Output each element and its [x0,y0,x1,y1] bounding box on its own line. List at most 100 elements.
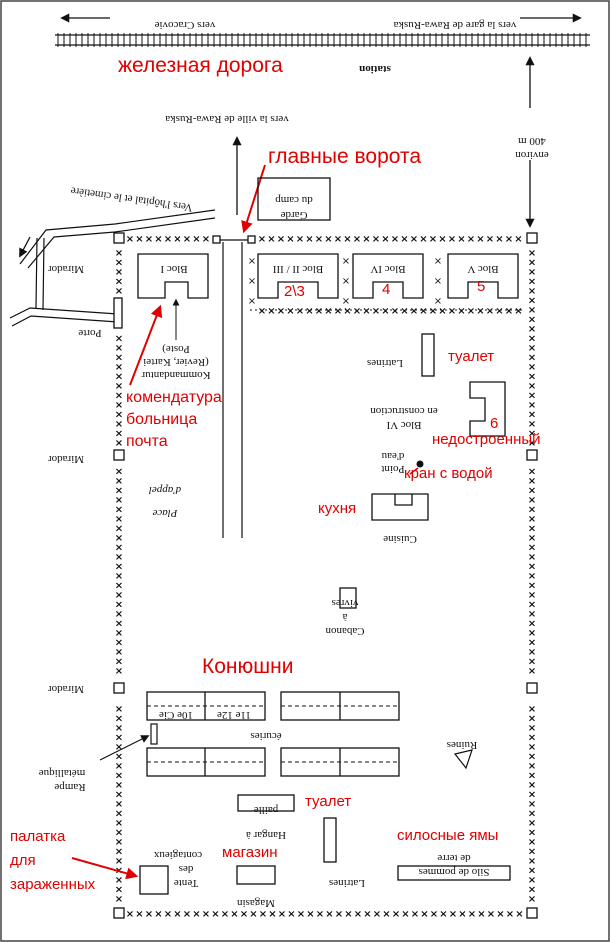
bloc-2-3-label: Bloc II / III [272,263,323,275]
rampe-marker [150,723,158,745]
water-point-line2: d'eau [381,450,404,462]
railway-label-ru: железная дорога [118,54,283,77]
fence-wire-cross: × [528,638,536,649]
svg-text:×: × [248,276,256,287]
tent-line2: des [179,863,194,875]
fence-wire-cross: × [528,267,536,278]
rampe-arrow [99,735,150,761]
kitchen-label-ru: кухня [318,500,356,517]
tower-w1 [113,449,125,461]
svg-text:×: × [248,296,256,307]
ecuries-label: écuries [250,730,281,742]
fence-wire-cross: × [528,609,536,620]
railway [55,33,590,47]
fence-wire-cross: × [277,234,285,245]
fence-wire-cross: × [420,909,428,920]
fence-wire-cross: × [496,909,504,920]
fence-wire-cross: × [392,909,400,920]
fence-wire-cross: × [315,306,323,317]
fence-wire-cross: × [115,372,123,383]
fence-wire-cross: × [115,267,123,278]
fence-wire-cross: × [528,742,536,753]
fence-wire-cross: × [528,837,536,848]
fence-wire-cross: × [115,704,123,715]
stable-cell-10e: 10e Cie [159,709,193,721]
fence-wire-cross: × [362,234,370,245]
fence-wire-cross: × [353,234,361,245]
bloc-6-line2: en construction [370,405,438,417]
fence-wire-cross: × [297,909,305,920]
fence-wire-cross: × [363,909,371,920]
fence-wire-cross: × [528,277,536,288]
fence-wire-cross: × [115,505,123,516]
fence-wire-cross: × [528,780,536,791]
fence-wire-cross: × [115,353,123,364]
kommandantur-line1: Kommandantur [141,369,210,381]
fence-wire-cross: × [115,714,123,725]
fence-wire-cross: × [468,909,476,920]
fence-wire-cross: × [115,809,123,820]
fence-wire-cross: × [183,909,191,920]
fence-wire-cross: × [192,234,200,245]
fence-wire-cross: × [528,258,536,269]
fence-wire-cross: × [457,306,465,317]
tower-w2 [113,682,125,694]
svg-text:×: × [434,276,442,287]
fence-wire-cross: × [354,909,362,920]
bloc-5: Bloc V [447,253,519,299]
fence-wire-cross: × [372,234,380,245]
kommandantur-ru-line1: комендатура [126,389,222,406]
fence-wire-cross: × [126,909,134,920]
fence-wire-cross: × [528,334,536,345]
road-to-town-label: vers la ville de Rawa-Ruska [165,113,289,125]
fence-wire-cross: × [286,234,294,245]
fence-wire-cross: × [115,828,123,839]
mirador-label-1: Mirador [48,263,84,275]
fence-wire-cross: × [458,909,466,920]
magasin-building [236,865,276,885]
latrines-upper-label-ru: туалет [448,348,494,365]
fence-wire-cross: × [126,234,134,245]
bloc-5-label: Bloc V [467,263,498,275]
fence-wire-cross: × [315,234,323,245]
tower-e1 [526,449,538,461]
fence-wire-cross: × [115,533,123,544]
fence-wire-cross: × [115,638,123,649]
fence-wire-cross: × [528,419,536,430]
fence-wire-cross: × [268,909,276,920]
fence-wire-cross: × [528,362,536,373]
fence-wire-cross: × [115,410,123,421]
magasin-label: Magasin [237,897,275,909]
fence-wire-cross: × [115,571,123,582]
stable-row-upper [146,691,400,721]
bloc-6-number-ru: 6 [490,415,498,432]
fence-wire-cross: × [528,704,536,715]
svg-text:×: × [434,256,442,267]
fence-wire-cross: × [164,234,172,245]
fence-wire-cross: × [202,234,210,245]
cabanon-line1: Cabanon [325,625,365,637]
fence-wire-cross: × [192,909,200,920]
fence-wire-cross: × [145,234,153,245]
fence-wire-cross: × [115,799,123,810]
porte-label: Porte [78,327,101,339]
fence-wire-cross: × [467,306,475,317]
fence-wire-cross: × [115,381,123,392]
fence-wire-cross: × [528,381,536,392]
silo-building [397,865,511,881]
bloc-4-label: Bloc IV [370,263,405,275]
magasin-label-ru: магазин [222,844,278,861]
fence-wire-cross: × [353,306,361,317]
fence-wire-cross: × [305,306,313,317]
fence-wire-cross: × [528,571,536,582]
fence-wire-cross: × [115,552,123,563]
fence-wire-cross: × [372,306,380,317]
fence-wire-cross: × [528,761,536,772]
fence-wire-cross: × [278,909,286,920]
fence-wire-cross: × [528,305,536,316]
fence-wire-cross: × [115,818,123,829]
fence-wire-cross: × [528,343,536,354]
tent-line1: Tente [174,877,198,889]
fence-wire-cross: × [528,790,536,801]
